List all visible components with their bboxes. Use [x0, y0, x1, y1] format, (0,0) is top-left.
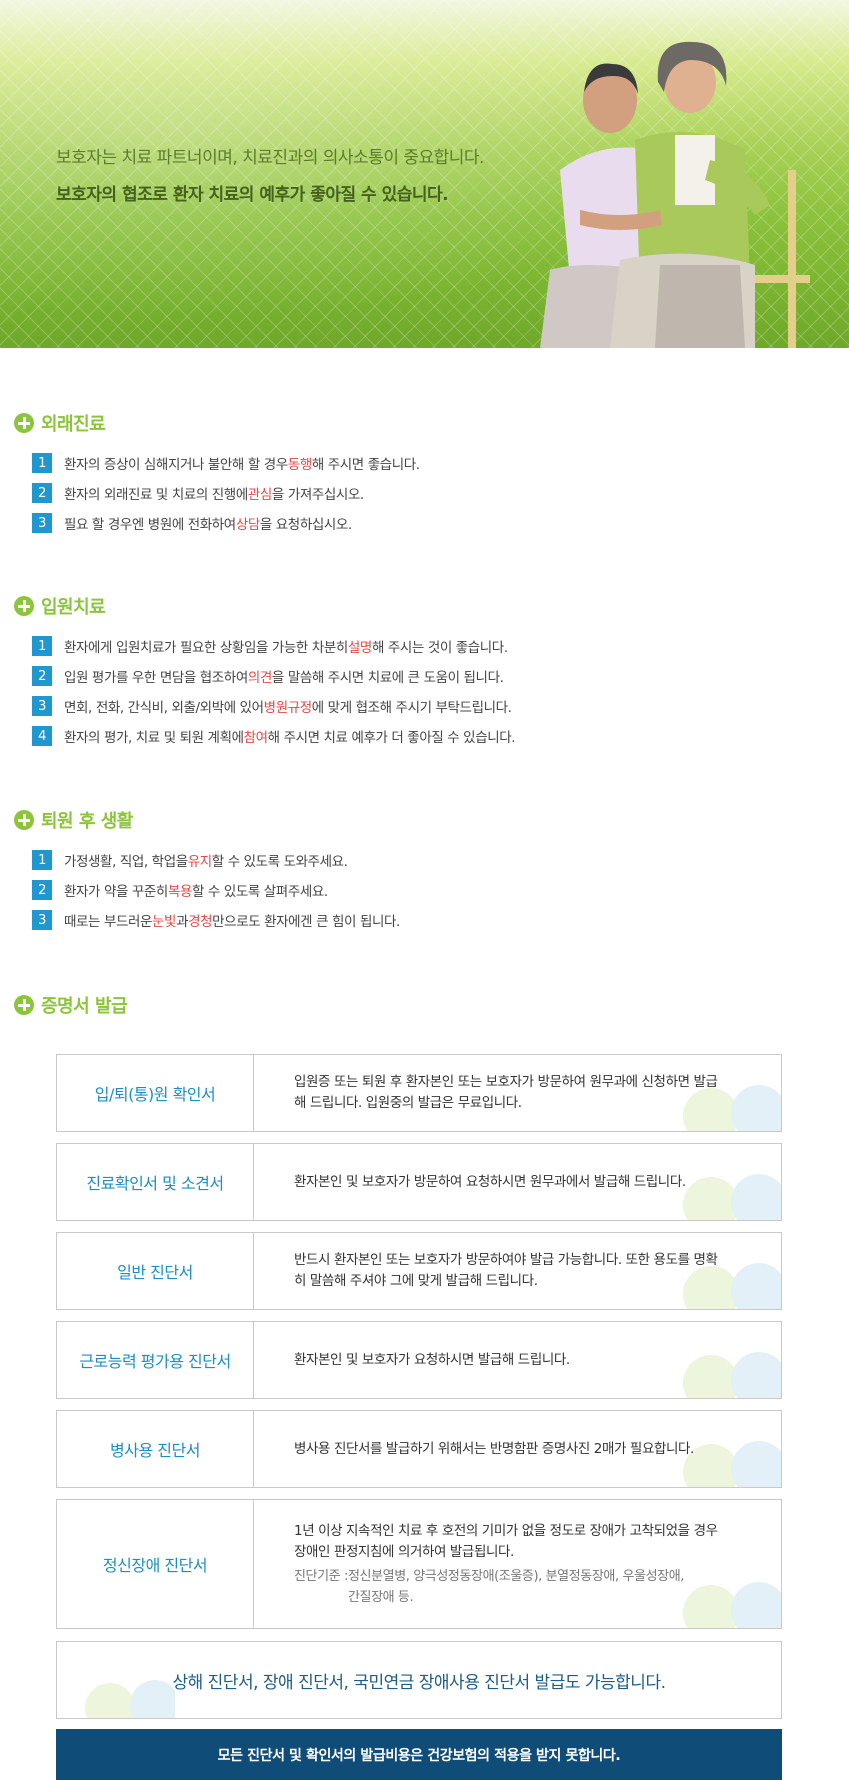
section-certificates: 증명서 발급 — [14, 993, 814, 1017]
leaf-decoration-icon — [85, 1680, 175, 1718]
certificate-desc: 1년 이상 지속적인 치료 후 호전의 기미가 없을 정도로 장애가 고착되었을… — [254, 1500, 781, 1628]
highlight-text: 동행 — [287, 457, 312, 473]
leaf-decoration-icon — [683, 1085, 781, 1131]
bottom-notice-bar: 모든 진단서 및 확인서의 발급비용은 건강보험의 적용을 받지 못합니다. — [56, 1729, 782, 1780]
notice-box: 상해 진단서, 장애 진단서, 국민연금 장애사용 진단서 발급도 가능합니다. — [56, 1641, 782, 1719]
diagnosis-criteria: 진단기준 : 정신분열병, 양극성정동장애(조울증), 분열정동장애, 우울성장… — [294, 1568, 684, 1605]
bottom-notice-text: 모든 진단서 및 확인서의 발급비용은 건강보험의 적용을 받지 못합니다. — [217, 1747, 621, 1764]
plus-circle-icon — [14, 810, 34, 830]
notice-text: 상해 진단서, 장애 진단서, 국민연금 장애사용 진단서 발급도 가능합니다. — [172, 1672, 666, 1693]
leaf-decoration-icon — [683, 1582, 781, 1628]
elderly-couple-photo — [540, 41, 810, 348]
highlight-text: 상담 — [235, 517, 260, 533]
highlight-text: 병원규정 — [263, 700, 312, 716]
hero-text: 보호자는 치료 파트너이며, 치료진과의 의사소통이 중요합니다. 보호자의 협… — [56, 143, 484, 205]
plus-circle-icon — [14, 596, 34, 616]
highlight-text: 참여 — [243, 730, 268, 746]
plus-circle-icon — [14, 413, 34, 433]
highlight-text: 눈빛 — [152, 914, 177, 930]
certificate-desc: 환자본인 및 보호자가 요청하시면 발급해 드립니다. — [294, 1351, 570, 1368]
leaf-decoration-icon — [683, 1263, 781, 1309]
certificate-name: 정신장애 진단서 — [57, 1500, 254, 1628]
certificate-row-mental-disability: 정신장애 진단서 1년 이상 지속적인 치료 후 호전의 기미가 없을 정도로 … — [56, 1499, 782, 1629]
leaf-decoration-icon — [683, 1352, 781, 1398]
certificate-name: 근로능력 평가용 진단서 — [57, 1322, 254, 1398]
certificate-row-work-ability: 근로능력 평가용 진단서 환자본인 및 보호자가 요청하시면 발급해 드립니다. — [56, 1321, 782, 1399]
certificate-row-general: 일반 진단서 반드시 환자본인 또는 보호자가 방문하여야 발급 가능합니다. … — [56, 1232, 782, 1310]
hero-line-2: 보호자의 협조로 환자 치료의 예후가 좋아질 수 있습니다. — [56, 185, 449, 205]
number-badge: 1 — [32, 453, 52, 473]
leaf-decoration-icon — [683, 1441, 781, 1487]
number-badge: 2 — [32, 880, 52, 900]
number-badge: 1 — [32, 850, 52, 870]
certificate-name: 일반 진단서 — [57, 1233, 254, 1309]
highlight-text: 유지 — [187, 854, 212, 870]
leaf-decoration-icon — [683, 1174, 781, 1220]
highlight-text: 경청 — [188, 914, 213, 930]
number-badge: 3 — [32, 513, 52, 533]
certificate-desc: 환자본인 및 보호자가 방문하여 요청하시면 원무과에서 발급해 드립니다. — [294, 1173, 686, 1190]
certificate-desc: 병사용 진단서를 발급하기 위해서는 반명함판 증명사진 2매가 필요합니다. — [294, 1440, 694, 1457]
certificate-desc: 입원증 또는 퇴원 후 환자본인 또는 보호자가 방문하여 원무과에 신청하면 … — [294, 1074, 718, 1111]
certificate-name: 입/퇴(통)원 확인서 — [57, 1055, 254, 1131]
certificate-name: 진료확인서 및 소견서 — [57, 1144, 254, 1220]
section-title: 퇴원 후 생활 — [41, 811, 133, 832]
certificate-row-military: 병사용 진단서 병사용 진단서를 발급하기 위해서는 반명함판 증명사진 2매가… — [56, 1410, 782, 1488]
certificate-name: 병사용 진단서 — [57, 1411, 254, 1487]
number-badge: 1 — [32, 636, 52, 656]
hero-line-1: 보호자는 치료 파트너이며, 치료진과의 의사소통이 중요합니다. — [56, 148, 484, 168]
certificate-row-admission: 입/퇴(통)원 확인서 입원증 또는 퇴원 후 환자본인 또는 보호자가 방문하… — [56, 1054, 782, 1132]
highlight-text: 설명 — [347, 640, 372, 656]
number-badge: 4 — [32, 726, 52, 746]
section-title: 증명서 발급 — [41, 996, 128, 1017]
highlight-text: 관심 — [247, 487, 272, 503]
plus-circle-icon — [14, 995, 34, 1015]
highlight-text: 복용 — [167, 884, 192, 900]
number-badge: 3 — [32, 696, 52, 716]
certificate-row-treatment: 진료확인서 및 소견서 환자본인 및 보호자가 방문하여 요청하시면 원무과에서… — [56, 1143, 782, 1221]
highlight-text: 의견 — [247, 670, 272, 686]
section-title: 외래진료 — [41, 414, 106, 435]
certificate-desc: 반드시 환자본인 또는 보호자가 방문하여야 발급 가능합니다. 또한 용도를 … — [294, 1252, 718, 1289]
number-badge: 2 — [32, 483, 52, 503]
number-badge: 3 — [32, 910, 52, 930]
section-title: 입원치료 — [41, 597, 106, 618]
hero-banner: 보호자는 치료 파트너이며, 치료진과의 의사소통이 중요합니다. 보호자의 협… — [0, 0, 849, 348]
number-badge: 2 — [32, 666, 52, 686]
